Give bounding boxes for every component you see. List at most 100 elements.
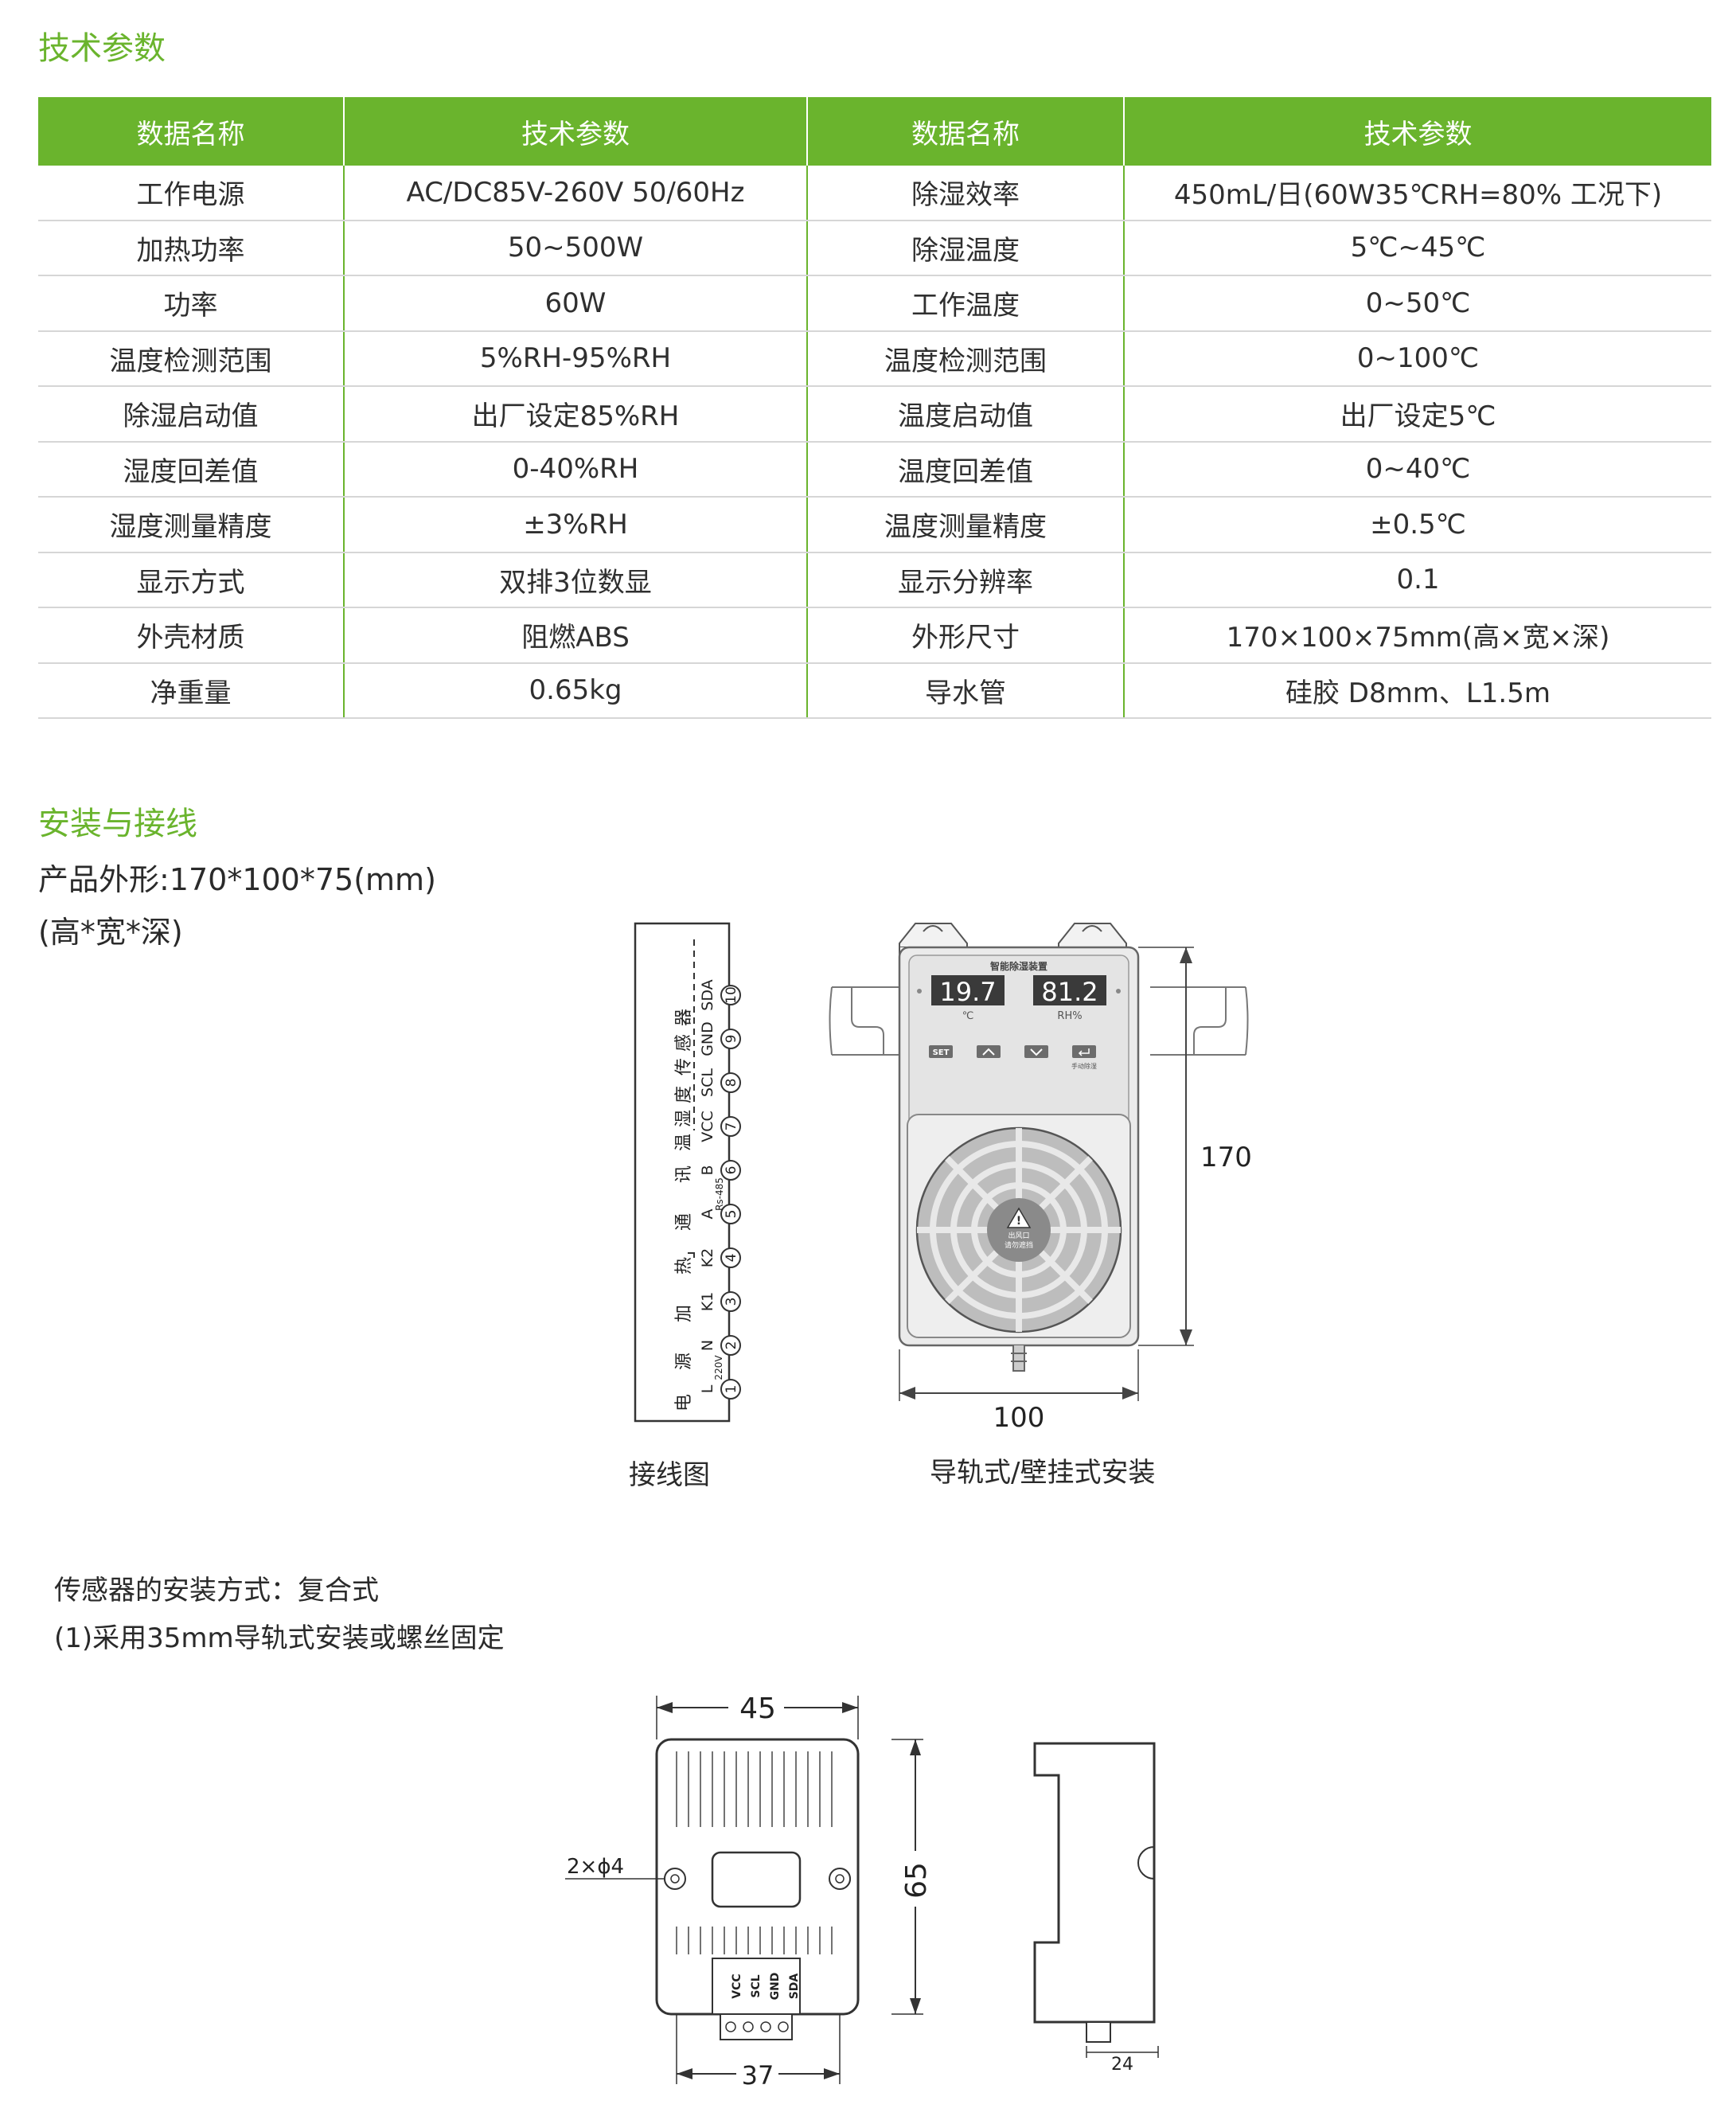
terminal-signal: K1: [699, 1292, 716, 1312]
fan-label-nocover: 请勿遮挡: [1005, 1240, 1033, 1250]
param-value-1: 50~500W: [343, 220, 807, 276]
spec-table-header: 数据名称 技术参数 数据名称 技术参数: [38, 97, 1711, 166]
param-name-2: 除湿温度: [806, 220, 1124, 276]
param-name-1: 除湿启动值: [38, 386, 344, 443]
terminal-signal: GND: [699, 1021, 716, 1056]
param-value-2: 0~50℃: [1123, 275, 1711, 332]
svg-text:SET: SET: [933, 1048, 950, 1057]
sensor-install-note: (1)采用35mm导轨式安装或螺丝固定: [54, 1622, 505, 1654]
param-value-1: 60W: [343, 275, 807, 332]
header-param-name-1: 数据名称: [38, 97, 344, 166]
temp-display-value: 19.7: [939, 977, 996, 1007]
terminal-7: [720, 1116, 741, 1137]
param-name-2: 温度测量精度: [806, 497, 1124, 553]
sensor-height-dim: 65: [900, 1862, 933, 1899]
sensor-bottom-dim: 37: [742, 2060, 774, 2091]
wiring-group-char: 温: [674, 1134, 694, 1151]
terminal-1: [720, 1379, 741, 1400]
terminal-5: [720, 1204, 741, 1224]
sensor-pin-label: GND: [769, 1973, 782, 2001]
param-value-2: 450mL/日(60W35℃RH=80% 工况下): [1123, 166, 1711, 221]
param-name-2: 显示分辨率: [806, 552, 1124, 608]
clip-width-dim: 24: [1111, 2055, 1133, 2070]
param-value-1: 0.65kg: [343, 662, 807, 719]
down-arrow-icon: [1030, 1048, 1043, 1056]
param-value-1: 0-40%RH: [343, 441, 807, 498]
wiring-group-char: 热: [674, 1257, 694, 1275]
up-button[interactable]: [977, 1045, 1001, 1058]
wiring-group-char: 度: [674, 1086, 694, 1103]
header-param-name-2: 数据名称: [806, 97, 1124, 166]
wiring-group-char: 通: [674, 1213, 694, 1231]
header-param-value-2: 技术参数: [1123, 97, 1711, 166]
enter-icon: [1078, 1048, 1090, 1056]
param-value-1: 双排3位数显: [343, 552, 807, 608]
param-value-1: 出厂设定85%RH: [343, 386, 807, 443]
wiring-rs485: Rs-485: [714, 1177, 725, 1211]
wiring-group-char: 讯: [674, 1165, 694, 1183]
terminal-signal: K2: [699, 1248, 716, 1268]
param-value-2: ±0.5℃: [1123, 497, 1711, 553]
temp-display: [931, 975, 1005, 1005]
terminal-number: 3: [724, 1298, 739, 1306]
down-button[interactable]: [1024, 1045, 1048, 1058]
terminal-2: [720, 1335, 741, 1356]
warning-icon: [1006, 1207, 1032, 1228]
wiring-group-char: 源: [674, 1353, 694, 1370]
hole-spec-label: 2×ϕ4: [567, 1855, 624, 1879]
rh-unit-label: RH%: [1057, 1010, 1082, 1022]
param-value-1: 阻燃ABS: [343, 607, 807, 664]
param-value-2: 0~100℃: [1123, 330, 1711, 387]
section-title-install: 安装与接线: [38, 806, 197, 842]
param-name-1: 湿度测量精度: [38, 497, 344, 553]
terminal-number: 9: [724, 1035, 739, 1044]
param-name-1: 净重量: [38, 662, 344, 719]
wiring-group-char: 湿: [674, 1110, 694, 1127]
wiring-group-char: 传: [674, 1058, 694, 1076]
param-value-1: 5%RH-95%RH: [343, 330, 807, 387]
sensor-width-dim: 45: [739, 1692, 776, 1725]
terminal-6: [720, 1160, 741, 1181]
terminal-number: 8: [724, 1079, 739, 1087]
param-value-1: ±3%RH: [343, 497, 807, 553]
set-button[interactable]: [929, 1045, 953, 1058]
enter-button[interactable]: [1072, 1045, 1096, 1058]
wiring-group-char: 器: [674, 1009, 694, 1026]
sensor-pin-label: VCC: [731, 1974, 743, 1998]
up-arrow-icon: [982, 1048, 995, 1056]
param-value-2: 170×100×75mm(高×宽×深): [1123, 607, 1711, 664]
param-name-1: 功率: [38, 275, 344, 332]
param-value-2: 出厂设定5℃: [1123, 386, 1711, 443]
terminal-number: 5: [724, 1210, 739, 1219]
param-value-2: 0~40℃: [1123, 441, 1711, 498]
param-name-2: 温度启动值: [806, 386, 1124, 443]
terminal-number: 10: [724, 986, 739, 1004]
rh-display: [1033, 975, 1106, 1005]
param-name-1: 工作电源: [38, 166, 344, 221]
terminal-signal: SCL: [699, 1068, 716, 1097]
terminal-signal: SDA: [699, 979, 716, 1010]
device-panel-title: 智能除湿装置: [989, 960, 1047, 972]
terminal-signal: VCC: [699, 1111, 716, 1142]
wiring-caption: 接线图: [629, 1459, 710, 1491]
terminal-3: [720, 1291, 741, 1312]
manual-dehumidify-label: 手动除湿: [1071, 1062, 1097, 1070]
terminal-8: [720, 1072, 741, 1093]
section-title-specs: 技术参数: [38, 30, 166, 67]
param-name-2: 除湿效率: [806, 166, 1124, 221]
terminal-9: [720, 1029, 741, 1049]
temp-unit-label: ℃: [962, 1010, 974, 1022]
terminal-signal: A: [699, 1209, 716, 1220]
param-name-1: 湿度回差值: [38, 441, 344, 498]
rh-display-value: 81.2: [1041, 977, 1098, 1007]
sensor-install-method: 传感器的安装方式：复合式: [54, 1575, 379, 1607]
